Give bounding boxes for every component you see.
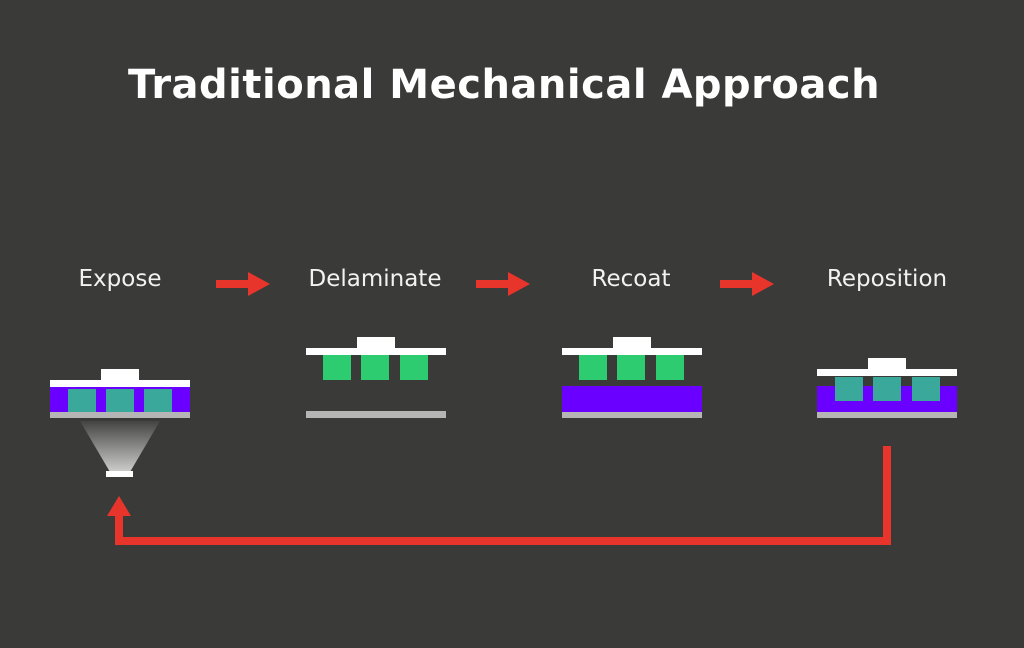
reposition-illustration bbox=[817, 358, 957, 418]
return-arrow-icon bbox=[107, 446, 891, 545]
platform-mount bbox=[868, 358, 906, 370]
cured-part bbox=[835, 377, 863, 401]
build-platform bbox=[50, 380, 190, 387]
cured-part bbox=[144, 389, 172, 412]
cured-part bbox=[400, 355, 428, 380]
step-label-delaminate: Delaminate bbox=[308, 266, 442, 292]
delaminate-illustration bbox=[306, 337, 446, 418]
step-label-reposition: Reposition bbox=[826, 266, 948, 292]
light-beam bbox=[80, 421, 160, 472]
recoat-illustration bbox=[562, 337, 702, 418]
right-arrow-icon bbox=[216, 272, 270, 296]
resin-vat-window bbox=[817, 411, 957, 418]
diagram-title: Traditional Mechanical Approach bbox=[127, 62, 881, 108]
step-label-recoat: Recoat bbox=[591, 266, 671, 292]
cured-part bbox=[361, 355, 389, 380]
right-arrow-icon bbox=[476, 272, 530, 296]
cured-part bbox=[912, 377, 940, 401]
cured-part bbox=[68, 389, 96, 412]
platform-mount bbox=[613, 337, 651, 349]
right-arrow-icon bbox=[720, 272, 774, 296]
cured-part bbox=[579, 355, 607, 380]
build-platform bbox=[306, 348, 446, 355]
resin-layer bbox=[562, 386, 702, 412]
build-platform bbox=[817, 369, 957, 376]
cured-part bbox=[323, 355, 351, 380]
light-projector-icon bbox=[106, 471, 133, 477]
platform-mount bbox=[357, 337, 395, 349]
cured-part bbox=[617, 355, 645, 380]
cured-part bbox=[873, 377, 901, 401]
platform-mount bbox=[101, 369, 139, 381]
cured-part bbox=[106, 389, 134, 412]
build-platform bbox=[562, 348, 702, 355]
resin-vat-window bbox=[306, 411, 446, 418]
resin-vat-window bbox=[562, 411, 702, 418]
expose-illustration bbox=[50, 369, 190, 477]
resin-vat-window bbox=[50, 411, 190, 418]
step-label-expose: Expose bbox=[78, 266, 162, 292]
cured-part bbox=[656, 355, 684, 380]
